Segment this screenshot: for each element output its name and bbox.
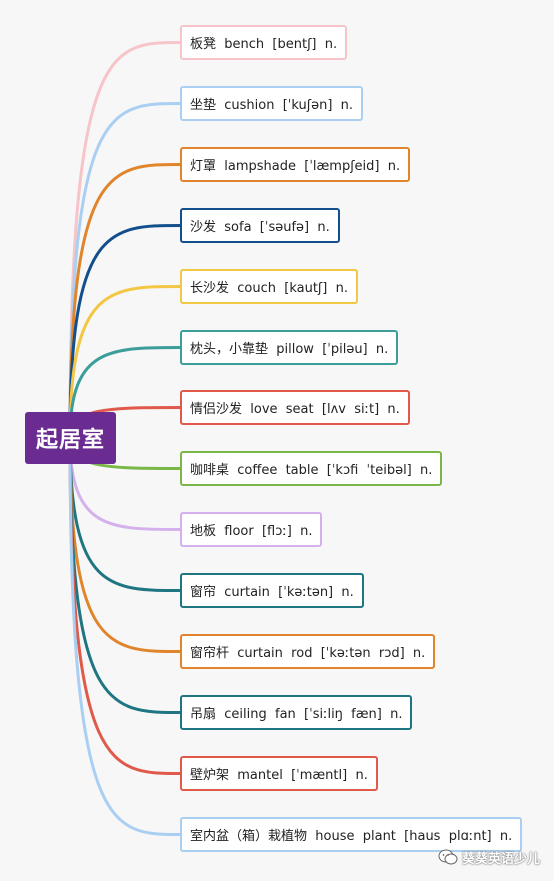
connector-line bbox=[68, 436, 182, 653]
vocab-node-label: 咖啡桌 coffee table [ˈkɔfi ˈteibəl] n. bbox=[190, 463, 433, 478]
vocab-node-label: 坐垫 cushion [ˈkuʃən] n. bbox=[190, 98, 354, 113]
vocab-node[interactable]: 窗帘杆 curtain rod [ˈkəːtən rɔd] n. bbox=[180, 634, 436, 669]
vocab-node-label: 枕头，小靠垫 pillow [ˈpiləu] n. bbox=[190, 342, 389, 357]
vocab-node[interactable]: 长沙发 couch [kautʃ] n. bbox=[180, 269, 359, 304]
vocab-node[interactable]: 情侣沙发 love seat [lʌv siːt] n. bbox=[180, 390, 410, 425]
vocab-node-label: 沙发 sofa [ˈsəufə] n. bbox=[190, 220, 330, 235]
connector-line bbox=[68, 102, 182, 440]
vocab-node[interactable]: 窗帘 curtain [ˈkəːtən] n. bbox=[180, 573, 364, 608]
vocab-node-label: 长沙发 couch [kautʃ] n. bbox=[190, 281, 349, 296]
vocab-node[interactable]: 地板 floor [flɔː] n. bbox=[180, 512, 323, 547]
connector-line bbox=[68, 436, 182, 714]
connector-line bbox=[68, 224, 182, 440]
connector-line bbox=[68, 436, 182, 775]
watermark: 葵葵英语少儿 bbox=[438, 846, 540, 868]
connector-line bbox=[68, 163, 182, 440]
vocab-node-label: 室内盆（箱）栽植物 house plant [haus plɑːnt] n. bbox=[190, 829, 513, 844]
vocab-node-label: 窗帘杆 curtain rod [ˈkəːtən rɔd] n. bbox=[190, 646, 426, 661]
vocab-node-label: 吊扇 ceiling fan [ˈsiːliŋ fæn] n. bbox=[190, 707, 403, 722]
vocab-node-label: 灯罩 lampshade [ˈlæmpʃeid] n. bbox=[190, 159, 401, 174]
vocab-node[interactable]: 咖啡桌 coffee table [ˈkɔfi ˈteibəl] n. bbox=[180, 451, 443, 486]
vocab-node[interactable]: 吊扇 ceiling fan [ˈsiːliŋ fæn] n. bbox=[180, 695, 413, 730]
vocab-node[interactable]: 室内盆（箱）栽植物 house plant [haus plɑːnt] n. bbox=[180, 817, 523, 852]
connector-line bbox=[68, 41, 182, 440]
vocab-node[interactable]: 灯罩 lampshade [ˈlæmpʃeid] n. bbox=[180, 147, 411, 182]
central-topic-label: 起居室 bbox=[35, 428, 105, 453]
vocab-node[interactable]: 沙发 sofa [ˈsəufə] n. bbox=[180, 208, 340, 243]
vocab-node-label: 壁炉架 mantel [ˈmæntl] n. bbox=[190, 768, 368, 783]
connector-line bbox=[68, 285, 182, 440]
vocab-node[interactable]: 枕头，小靠垫 pillow [ˈpiləu] n. bbox=[180, 330, 399, 365]
vocab-node-label: 地板 floor [flɔː] n. bbox=[190, 524, 313, 539]
vocab-node[interactable]: 壁炉架 mantel [ˈmæntl] n. bbox=[180, 756, 378, 791]
vocab-node[interactable]: 坐垫 cushion [ˈkuʃən] n. bbox=[180, 86, 364, 121]
vocab-node-label: 板凳 bench [bentʃ] n. bbox=[190, 37, 338, 52]
vocab-node[interactable]: 板凳 bench [bentʃ] n. bbox=[180, 25, 348, 60]
vocab-node-label: 情侣沙发 love seat [lʌv siːt] n. bbox=[190, 402, 400, 417]
connector-line bbox=[68, 436, 182, 836]
vocab-node-label: 窗帘 curtain [ˈkəːtən] n. bbox=[190, 585, 354, 600]
wechat-icon bbox=[438, 849, 458, 865]
central-topic[interactable]: 起居室 bbox=[25, 412, 116, 464]
watermark-text: 葵葵英语少儿 bbox=[462, 851, 541, 867]
connector-line bbox=[68, 346, 182, 440]
